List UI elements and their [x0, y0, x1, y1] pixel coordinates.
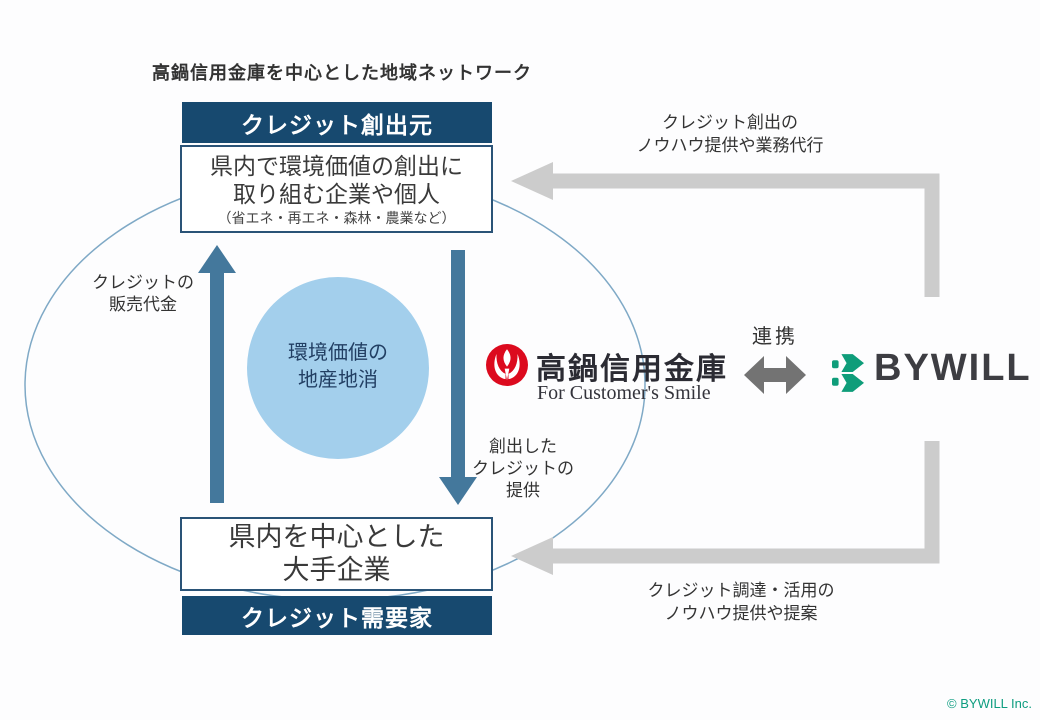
credit-consumer-line2: 大手企業: [282, 555, 391, 585]
takanabe-shinkin-tagline: For Customer's Smile: [537, 382, 711, 404]
credit-provision-line1: 創出した: [489, 437, 557, 456]
takanabe-shinkin-name: 高鍋信用金庫: [536, 353, 728, 386]
credit-creator-box: 県内で環境価値の創出に 取り組む企業や個人 （省エネ・再エネ・森林・農業など）: [180, 145, 493, 233]
credit-creator-header: クレジット創出元: [182, 102, 492, 143]
knowhow-bottom-line2: ノウハウ提供や提案: [664, 604, 818, 623]
knowhow-top-line2: ノウハウ提供や業務代行: [636, 136, 824, 155]
credit-consumer-header: クレジット需要家: [182, 596, 492, 635]
credit-creator-line2: 取り組む企業や個人: [233, 180, 440, 207]
knowhow-bottom-arrow-icon: [511, 441, 940, 575]
knowhow-bottom-line1: クレジット調達・活用の: [647, 581, 835, 600]
bywill-logo-icon: [832, 354, 864, 392]
credit-sales-line1: クレジットの: [92, 273, 194, 292]
local-circulation-line2: 地産地消: [298, 369, 378, 391]
partnership-label: 連携: [752, 326, 798, 348]
knowhow-top-line1: クレジット創出の: [662, 113, 798, 132]
credit-provision-line2: クレジットの: [472, 459, 574, 478]
local-circulation-label: 環境価値の 地産地消: [252, 340, 424, 394]
down-arrow-icon: [439, 250, 477, 505]
diagram-title: 高鍋信用金庫を中心とした地域ネットワーク: [152, 63, 532, 83]
takanabe-shinkin-logo-icon: [486, 344, 528, 386]
credit-provision-line3: 提供: [506, 481, 540, 500]
credit-creator-note: （省エネ・再エネ・森林・農業など）: [217, 209, 456, 226]
local-circulation-line1: 環境価値の: [288, 342, 388, 364]
credit-creator-line1: 県内で環境価値の創出に: [210, 152, 463, 179]
local-circulation-circle: [247, 277, 429, 459]
copyright-text: © BYWILL Inc.: [947, 696, 1032, 711]
credit-provision-label: 創出した クレジットの 提供: [466, 436, 580, 502]
knowhow-top-arrow-icon: [511, 162, 940, 297]
knowhow-top-label: クレジット創出の ノウハウ提供や業務代行: [605, 111, 855, 157]
bywill-name: BYWILL: [874, 347, 1032, 389]
knowhow-bottom-label: クレジット調達・活用の ノウハウ提供や提案: [616, 579, 866, 625]
credit-consumer-box: 県内を中心とした 大手企業: [180, 517, 493, 591]
credit-consumer-line1: 県内を中心とした: [228, 522, 445, 552]
credit-sales-line2: 販売代金: [109, 295, 177, 314]
credit-sales-label: クレジットの 販売代金: [78, 272, 208, 316]
partnership-double-arrow-icon: [744, 356, 806, 394]
up-arrow-icon: [198, 245, 236, 503]
